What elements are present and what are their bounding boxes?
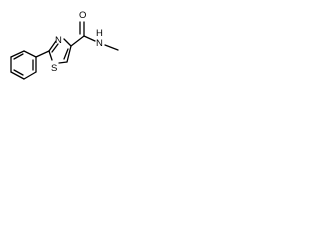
ring-nitrogen-label: N (55, 35, 62, 46)
phenyl-ring (10, 50, 37, 80)
bond-phenyl-double-3 (13, 53, 24, 60)
bond-carbonyl-nitrogen (83, 35, 96, 42)
bond-c4-c5 (66, 45, 72, 63)
bond-s1-c2 (48, 50, 53, 61)
bond-phenyl-double-2 (13, 69, 24, 76)
bond-c2-n3-double (51, 43, 59, 53)
bond-nitrogen-methyl (104, 44, 119, 51)
bond-n3-c4 (63, 38, 72, 47)
amide-hydrogen-label: H (96, 28, 103, 39)
bond-c2-n3 (48, 40, 57, 52)
bond-phenyl-thiazole (35, 50, 50, 58)
bond-phenyl-3 (23, 71, 37, 80)
bond-c4-c5-double (63, 48, 69, 60)
thiazole-ring (48, 38, 72, 64)
oxygen-label: O (79, 10, 86, 21)
chemical-structure-diagram: O N H N S (10, 10, 119, 80)
ring-sulfur-label: S (51, 63, 57, 74)
bond-phenyl-6 (10, 50, 25, 58)
amide-nitrogen-label: N (96, 38, 103, 49)
carboxamide-group (70, 21, 119, 51)
bond-phenyl-1 (23, 50, 37, 58)
bond-c4-carbonyl (70, 35, 85, 47)
bond-phenyl-4 (10, 71, 25, 80)
bond-c5-s1 (58, 61, 68, 64)
